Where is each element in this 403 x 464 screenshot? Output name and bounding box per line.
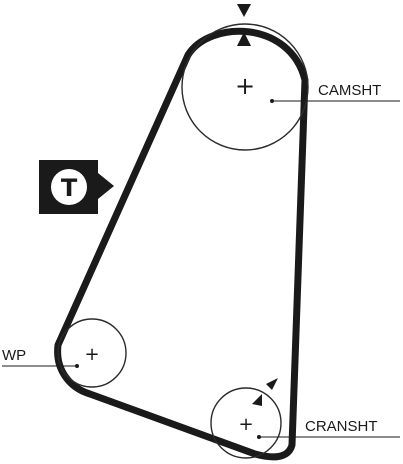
water-pump-center-mark: +	[84, 344, 99, 365]
crankshaft-pulley	[210, 387, 282, 459]
water-pump-callout: WP	[2, 347, 79, 368]
camshaft-pulley	[181, 23, 309, 151]
timing-belt	[54, 27, 309, 461]
camshaft-label: CAMSHT	[318, 82, 381, 99]
camshaft-callout: CAMSHT	[270, 82, 400, 103]
water-pump-pulley	[57, 318, 127, 388]
crankshaft-label: CRANSHT	[305, 418, 378, 435]
crankshaft-callout: CRANSHT	[257, 418, 400, 439]
camshaft-timing-mark-icon	[237, 4, 251, 46]
crankshaft-center-mark: +	[238, 414, 253, 435]
water-pump-label: WP	[2, 347, 26, 364]
camshaft-center-mark: +	[235, 72, 255, 100]
crankshaft-timing-mark-icon	[252, 378, 278, 406]
tensioner-label: T	[61, 174, 78, 202]
tensioner-badge-icon: T	[39, 160, 114, 214]
